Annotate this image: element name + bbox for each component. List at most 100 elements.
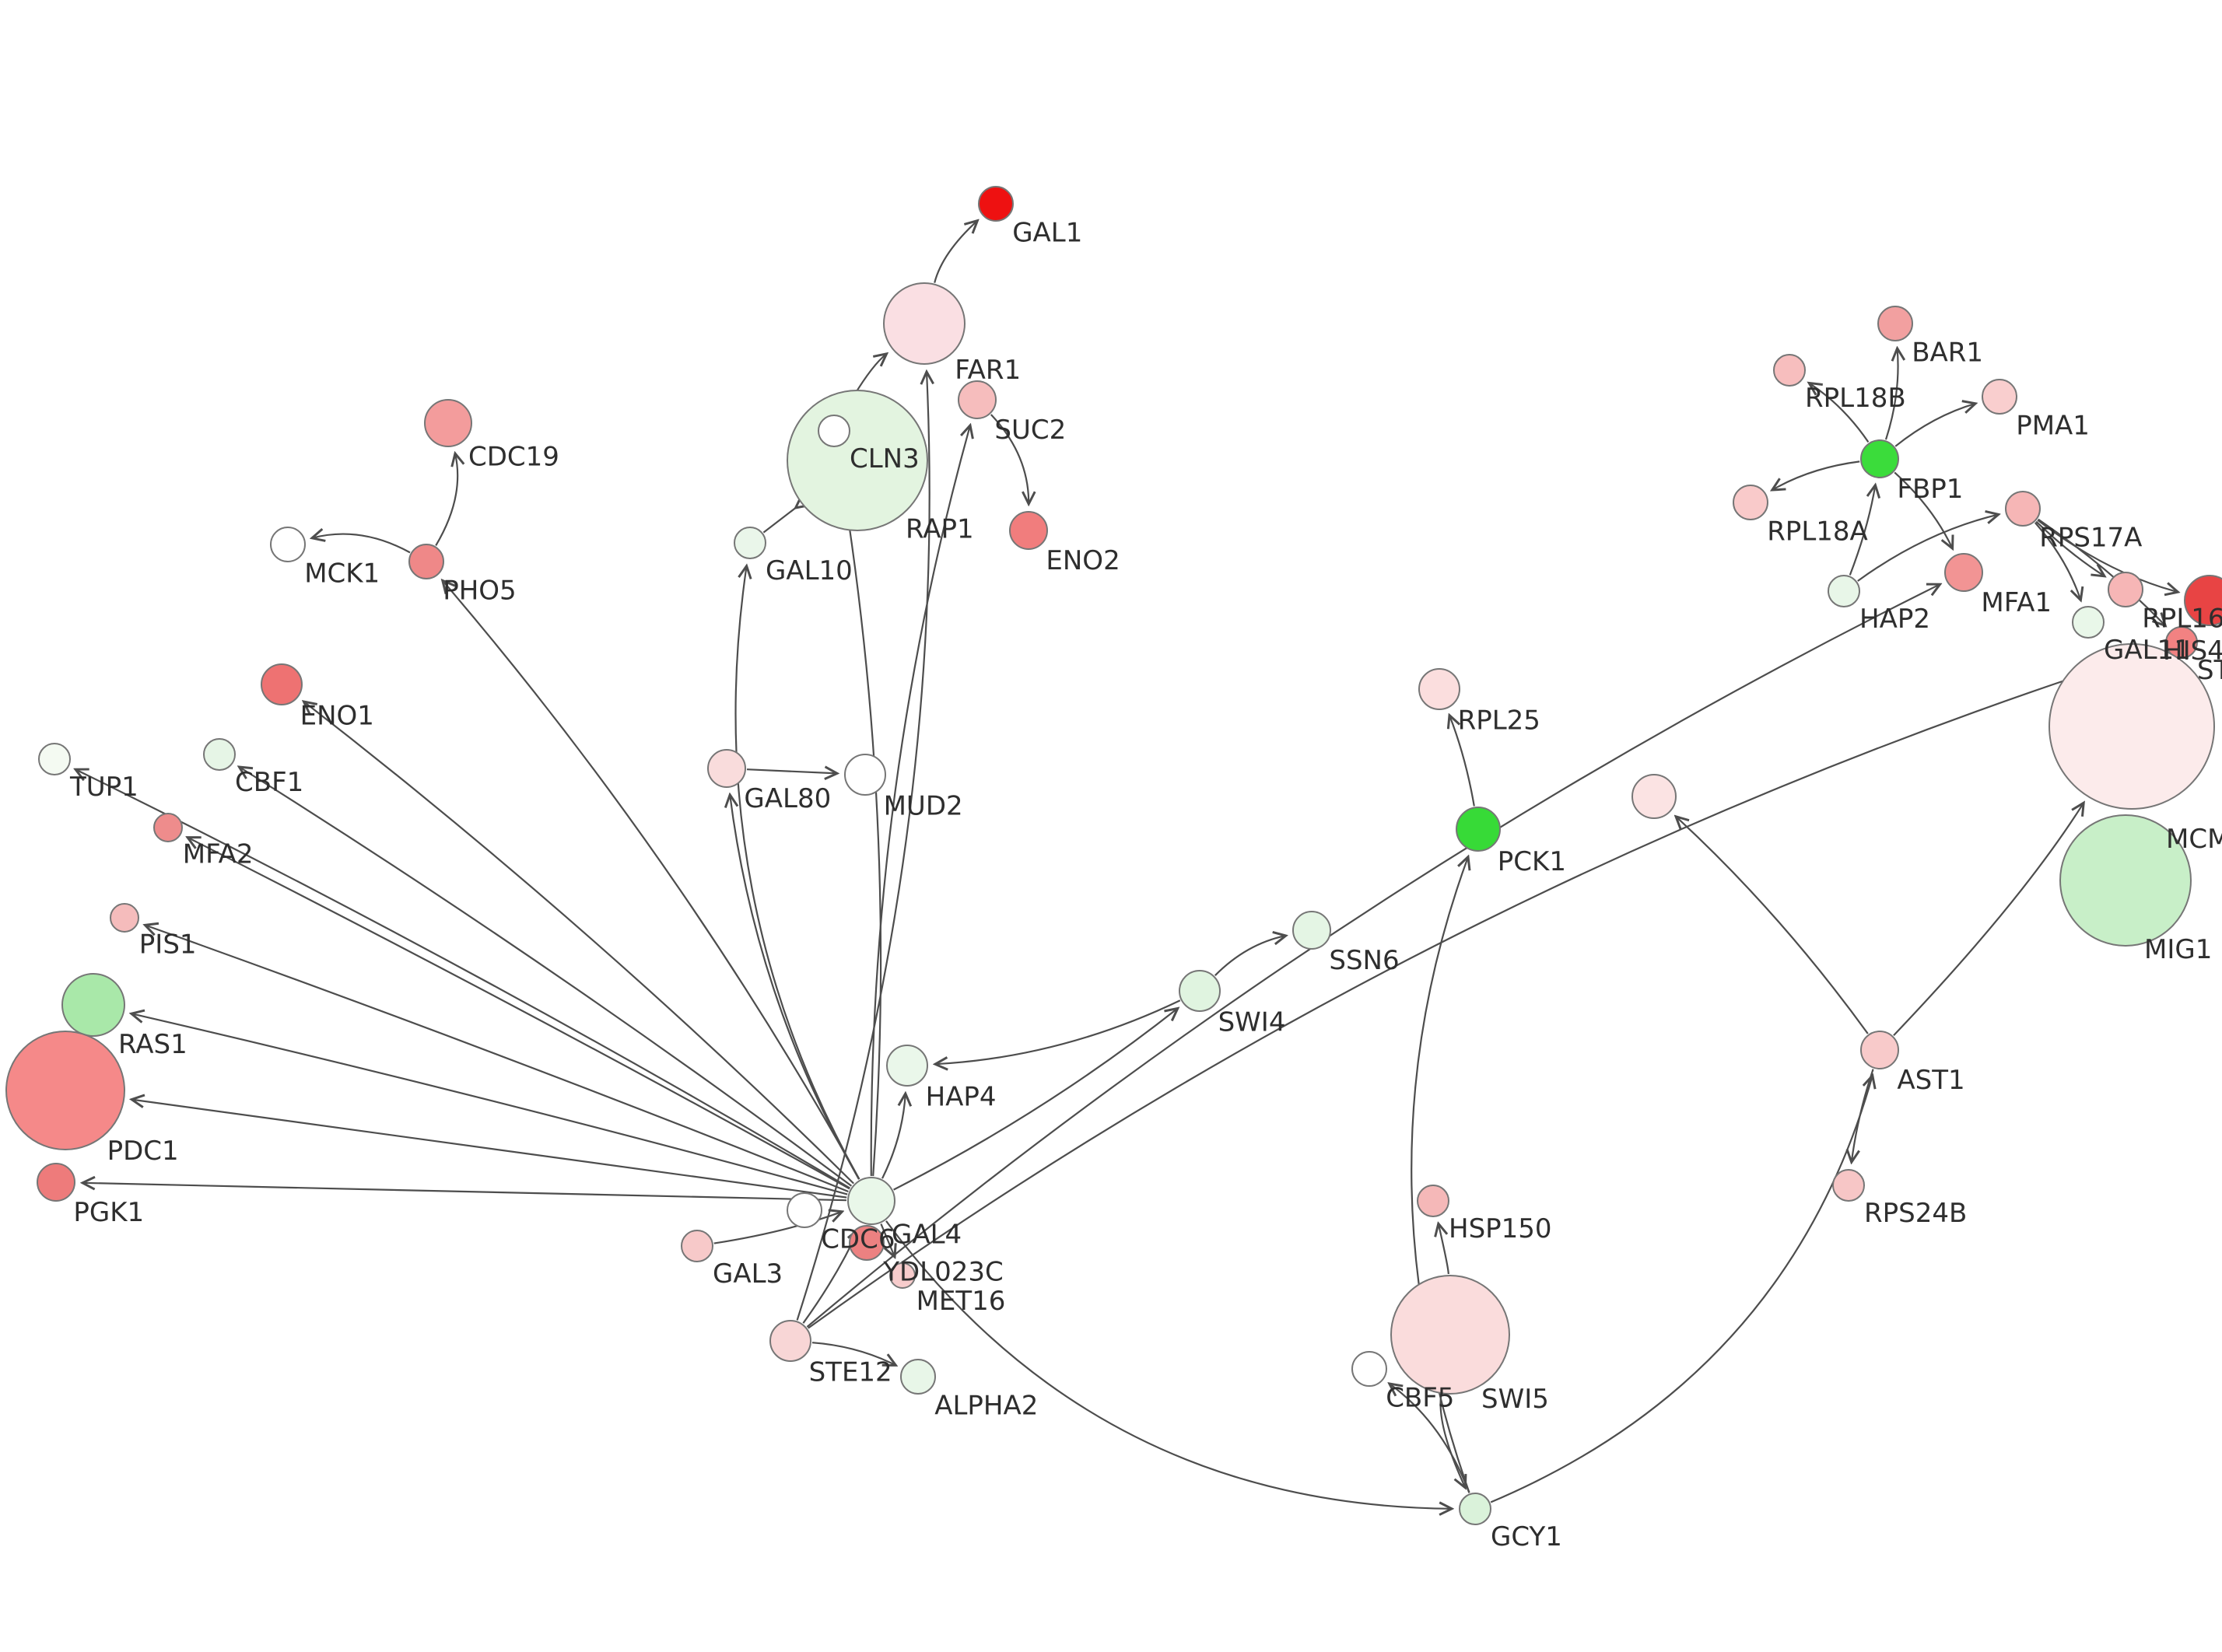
edge-FBP1-BAR1[interactable] bbox=[1884, 348, 1898, 440]
edge-GAL4-GAL10[interactable] bbox=[734, 566, 860, 1180]
node-RPL25[interactable] bbox=[1418, 668, 1460, 710]
node-MET16[interactable] bbox=[889, 1262, 916, 1289]
node-FBP1[interactable] bbox=[1860, 439, 1899, 478]
edge-RPS17A-HIS4[interactable] bbox=[2037, 519, 2178, 593]
node-RPS24B[interactable] bbox=[1832, 1169, 1865, 1202]
node-YDL023C[interactable] bbox=[849, 1225, 885, 1261]
edge-GAL3-GAL4[interactable] bbox=[713, 1212, 843, 1244]
node-GAL1[interactable] bbox=[978, 186, 1014, 222]
node-GAL11[interactable] bbox=[2072, 606, 2105, 639]
edge-GCY1-CBF5[interactable] bbox=[1390, 1384, 1470, 1493]
node-RPL18B[interactable] bbox=[1773, 354, 1806, 387]
node-GAL10[interactable] bbox=[734, 527, 766, 559]
node-ALPHA2[interactable] bbox=[900, 1359, 936, 1395]
node-HIS4[interactable] bbox=[2184, 575, 2222, 626]
node-RPL18A[interactable] bbox=[1733, 485, 1768, 520]
node-MCK1[interactable] bbox=[270, 527, 306, 562]
node-CBF5[interactable] bbox=[1351, 1351, 1387, 1387]
node-MUD2[interactable] bbox=[844, 754, 886, 796]
edge-AST1-RPS24B[interactable] bbox=[1852, 1069, 1874, 1163]
edge-GAL4-TUP1[interactable] bbox=[75, 769, 850, 1189]
node-FAR1[interactable] bbox=[883, 282, 966, 365]
node-GAL80[interactable] bbox=[707, 749, 746, 788]
edge-AST1-MCM1[interactable] bbox=[1893, 803, 2084, 1036]
node-PMA1[interactable] bbox=[1982, 379, 2017, 415]
edge-GAL4-MET16[interactable] bbox=[880, 1223, 895, 1257]
node-ENO1[interactable] bbox=[261, 663, 303, 705]
node-SSN6[interactable] bbox=[1292, 911, 1331, 950]
edge-GAL4-PGK1[interactable] bbox=[82, 1183, 847, 1202]
node-RPS17A[interactable] bbox=[2005, 491, 2041, 527]
edge-SWI5-GCY1[interactable] bbox=[1439, 1395, 1466, 1488]
edge-GAL4-SWI4[interactable] bbox=[893, 1008, 1178, 1191]
node-AST1[interactable] bbox=[1860, 1031, 1899, 1069]
node-RAP1[interactable] bbox=[787, 390, 928, 531]
node-RAS1[interactable] bbox=[61, 973, 125, 1037]
node-HAP2[interactable] bbox=[1828, 575, 1860, 607]
node-GCY1[interactable] bbox=[1459, 1493, 1491, 1525]
node-CDC19[interactable] bbox=[424, 399, 472, 447]
edge-GAL4-HAP4[interactable] bbox=[881, 1094, 906, 1179]
edge-PHO5-CDC19[interactable] bbox=[435, 453, 457, 546]
edge-RPS17A-GAL11[interactable] bbox=[2034, 522, 2081, 600]
node-PGK1[interactable] bbox=[37, 1163, 75, 1202]
edge-GAL4-CBF1[interactable] bbox=[239, 767, 853, 1187]
node-UN1[interactable] bbox=[1631, 774, 1677, 819]
node-SWI5[interactable] bbox=[1390, 1275, 1510, 1395]
edge-HAP2-FBP1[interactable] bbox=[1849, 485, 1876, 576]
node-MCM1[interactable] bbox=[2049, 643, 2215, 810]
edge-FBP1-RPL18A[interactable] bbox=[1772, 460, 1860, 490]
node-HAP4[interactable] bbox=[886, 1045, 928, 1087]
edge-SWI4-HAP4[interactable] bbox=[935, 999, 1181, 1064]
edge-GAL4-PDC1[interactable] bbox=[131, 1100, 847, 1199]
edge-STE12-STE2[interactable] bbox=[808, 649, 2160, 1329]
edge-GAL4-PIS1[interactable] bbox=[145, 925, 849, 1193]
edge-GAL4-CLN3[interactable] bbox=[838, 454, 882, 1177]
node-SUC2[interactable] bbox=[958, 380, 997, 419]
edge-HAP2-RPS17A[interactable] bbox=[1857, 514, 1999, 582]
node-SWI4[interactable] bbox=[1179, 970, 1221, 1012]
edge-AST1-UN1[interactable] bbox=[1676, 817, 1869, 1034]
edge-GAL4-SUC2[interactable] bbox=[870, 425, 970, 1177]
node-PCK1[interactable] bbox=[1456, 807, 1501, 852]
edge-SUC2-ENO2[interactable] bbox=[990, 414, 1029, 504]
edge-GAL4-ENO1[interactable] bbox=[303, 702, 854, 1185]
node-GAL3[interactable] bbox=[681, 1230, 713, 1262]
node-PHO5[interactable] bbox=[408, 544, 444, 579]
edge-FAR1-GAL1[interactable] bbox=[934, 221, 977, 283]
node-TUP1[interactable] bbox=[38, 743, 71, 775]
node-PDC1[interactable] bbox=[5, 1031, 125, 1150]
edge-PCK1-RPL25[interactable] bbox=[1449, 716, 1475, 807]
edge-GAL4-MFA2[interactable] bbox=[188, 838, 850, 1190]
node-GAL4[interactable] bbox=[847, 1177, 895, 1225]
node-CBF1[interactable] bbox=[203, 738, 236, 771]
edge-GAL4-PHO5[interactable] bbox=[443, 580, 860, 1180]
node-BAR1[interactable] bbox=[1877, 306, 1913, 341]
node-RPL16A[interactable] bbox=[2108, 572, 2143, 607]
edge-GAL4-RAS1[interactable] bbox=[131, 1013, 848, 1195]
edge-GAL80-MUD2[interactable] bbox=[746, 769, 837, 773]
node-PIS1[interactable] bbox=[110, 903, 139, 933]
node-MFA1[interactable] bbox=[1944, 553, 1983, 592]
edge-GAL4-GCY1[interactable] bbox=[885, 1220, 1452, 1509]
node-ENO2[interactable] bbox=[1009, 511, 1048, 550]
node-MFA2[interactable] bbox=[153, 813, 183, 842]
node-HSP150[interactable] bbox=[1417, 1185, 1449, 1217]
node-STE2[interactable] bbox=[2165, 626, 2198, 659]
edge-SWI5-HSP150[interactable] bbox=[1439, 1223, 1449, 1275]
edge-STE12-FAR1[interactable] bbox=[796, 372, 930, 1321]
node-STE12[interactable] bbox=[769, 1320, 811, 1362]
edge-STE12-MFA1[interactable] bbox=[806, 584, 1940, 1328]
node-MIG1[interactable] bbox=[2059, 814, 2192, 947]
edge-GAL4-GAL80[interactable] bbox=[730, 795, 860, 1180]
edge-FBP1-MFA1[interactable] bbox=[1894, 471, 1952, 548]
node-CDC6[interactable] bbox=[787, 1192, 822, 1228]
edge-PHO5-MCK1[interactable] bbox=[312, 534, 411, 554]
edge-FBP1-PMA1[interactable] bbox=[1894, 404, 1975, 447]
edge-FBP1-RPL18B[interactable] bbox=[1809, 383, 1870, 443]
edge-SWI4-SSN6[interactable] bbox=[1214, 936, 1286, 976]
edge-GCY1-AST1[interactable] bbox=[1490, 1076, 1873, 1503]
edge-RPS17A-RPL16A[interactable] bbox=[2035, 520, 2105, 576]
edge-STE12-ALPHA2[interactable] bbox=[811, 1342, 895, 1365]
